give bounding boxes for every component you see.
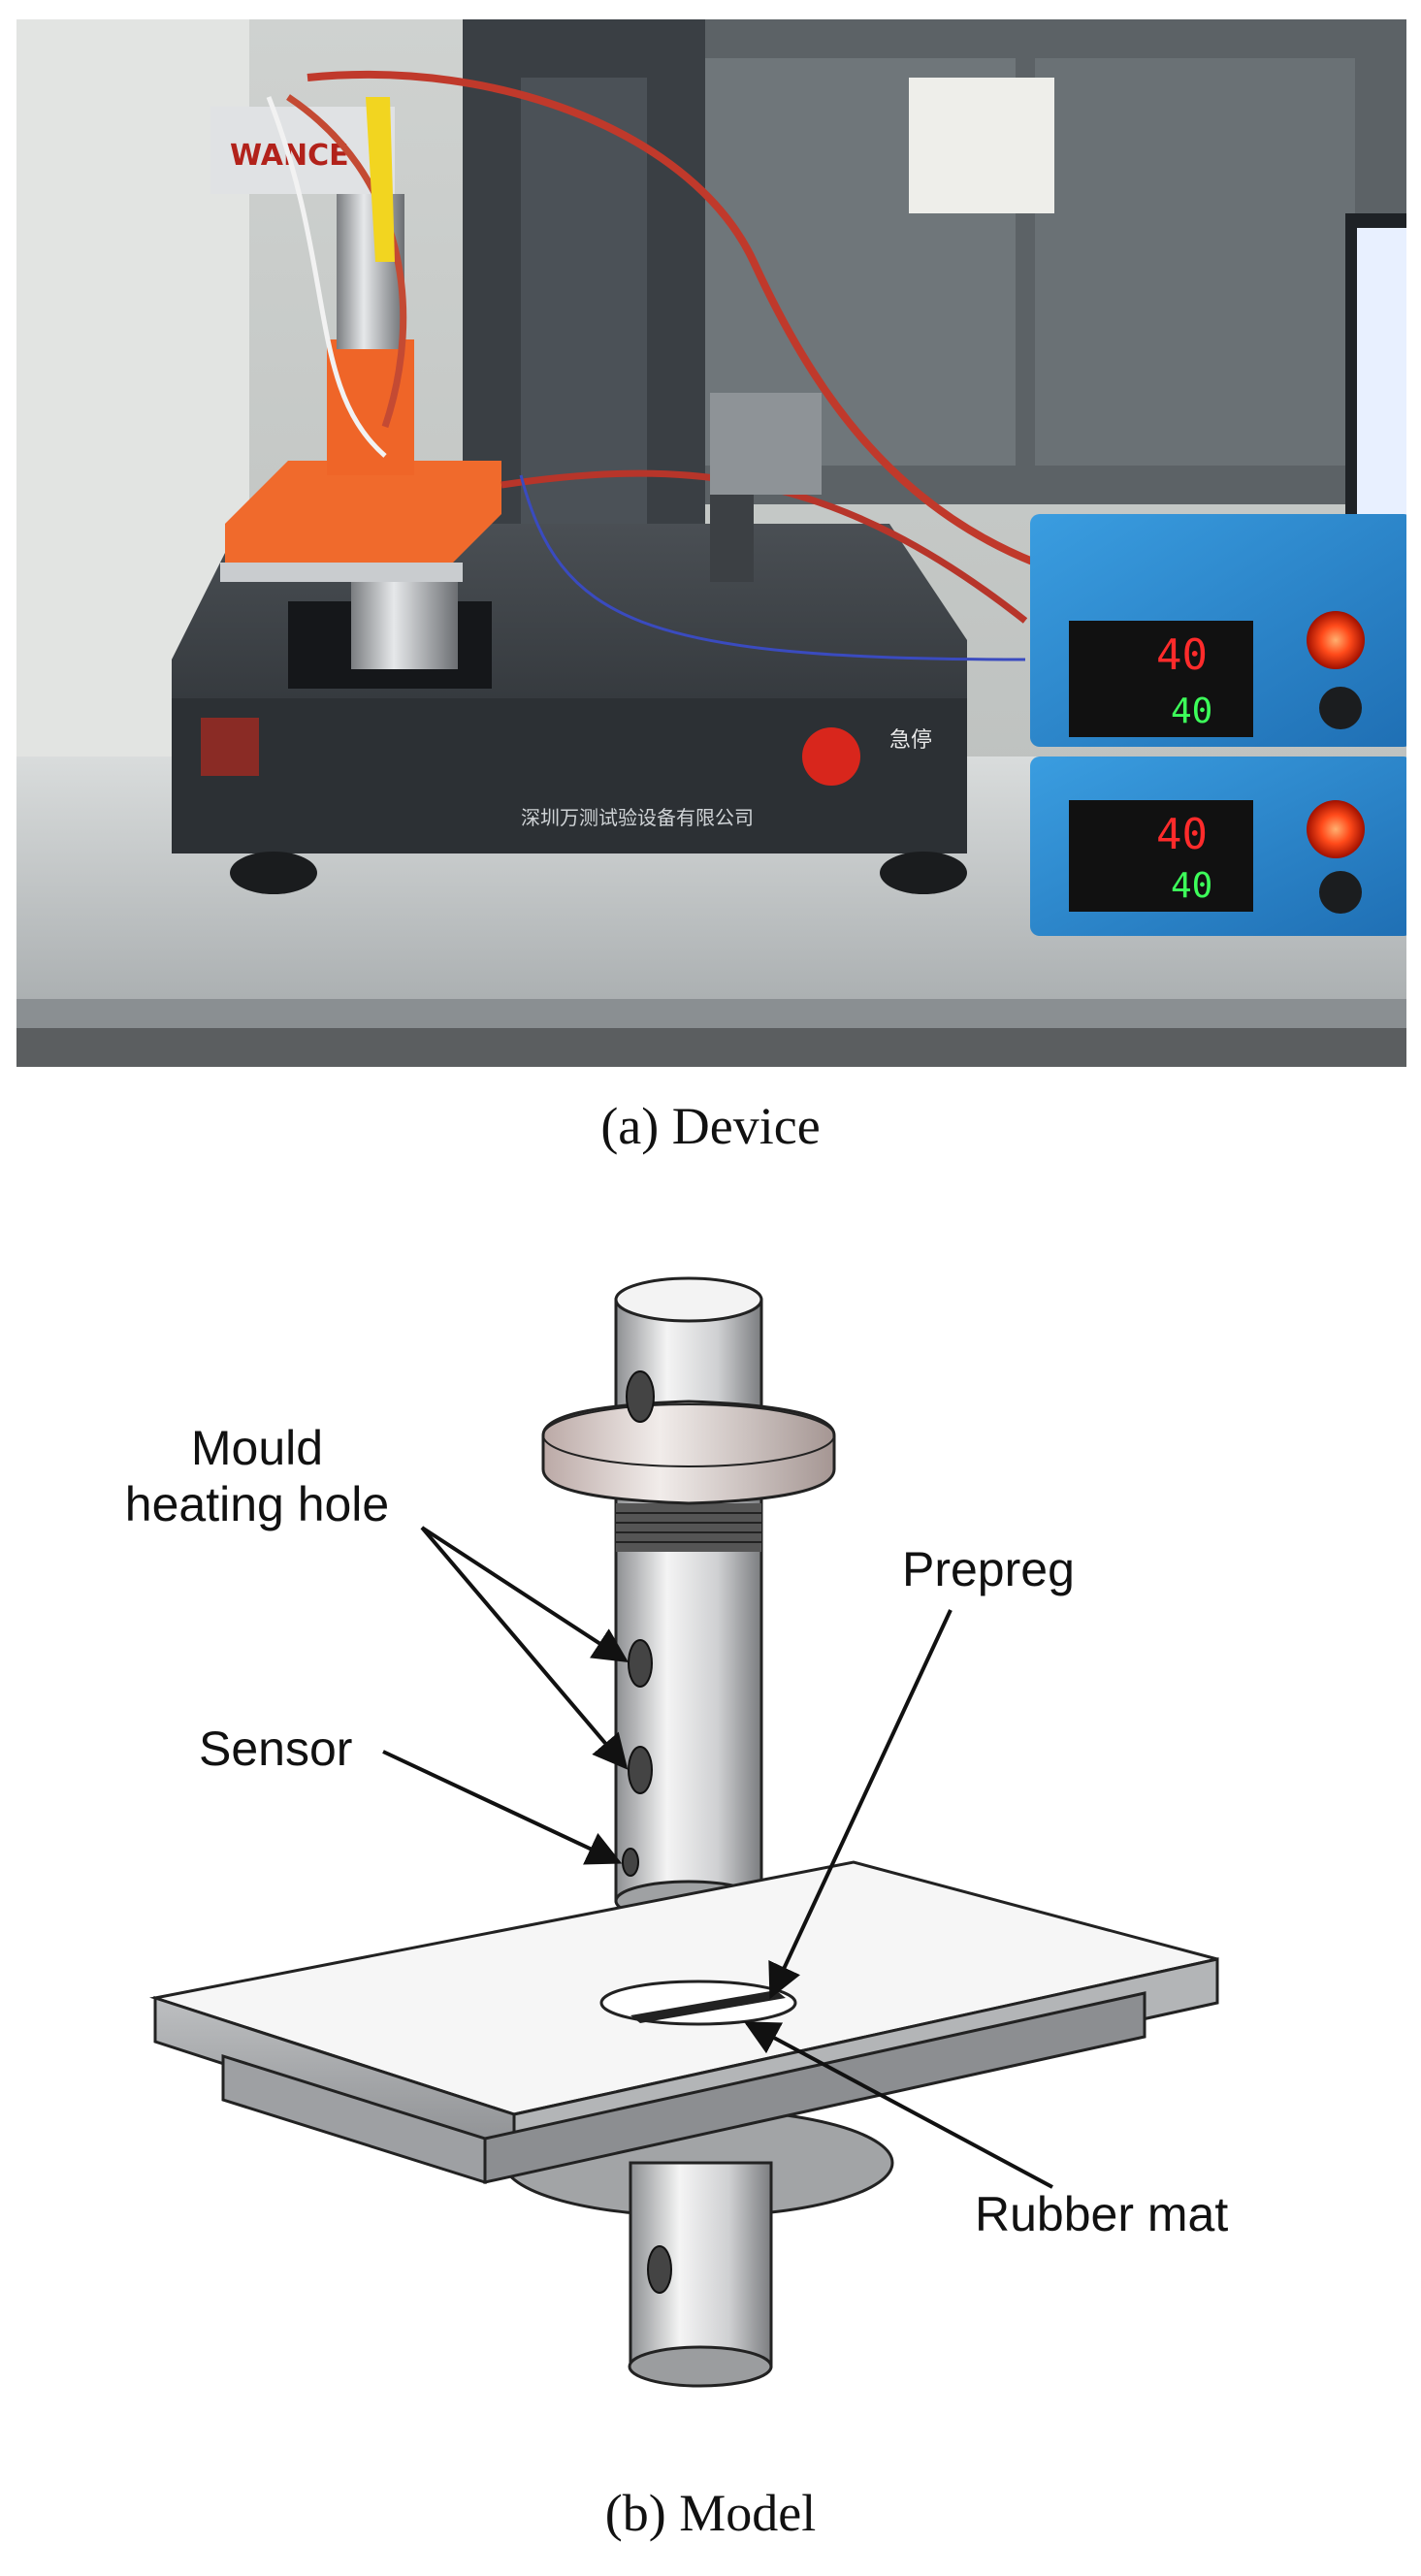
top-controller-reading: 40 bbox=[1156, 630, 1208, 680]
red-cable-2 bbox=[286, 94, 407, 429]
bottom-controller-knob bbox=[1319, 871, 1362, 914]
remote-pendant bbox=[710, 393, 822, 495]
thread-section bbox=[616, 1503, 761, 1552]
machine-logo-plate bbox=[201, 718, 259, 776]
caption-device: (a) Device bbox=[600, 1097, 821, 1155]
notice-paper bbox=[909, 78, 1054, 213]
plate-support bbox=[220, 563, 463, 582]
label-mould-line1: Mould bbox=[191, 1421, 323, 1475]
temp-controller-top: 40 40 bbox=[1030, 514, 1406, 747]
yellow-tag bbox=[366, 97, 395, 262]
device-photo: 深圳万测试验设备有限公司 急停 WANCE 40 40 40 40 bbox=[16, 19, 1406, 1067]
mould-heating-hole-1 bbox=[628, 1639, 653, 1688]
arrow-sensor bbox=[382, 1750, 623, 1865]
arrow-rubber-mat bbox=[743, 2021, 1053, 2189]
arrow-heating-hole-1 bbox=[420, 1526, 630, 1662]
under-table bbox=[16, 1028, 1406, 1067]
label-sensor: Sensor bbox=[199, 1722, 352, 1776]
top-controller-knob bbox=[1319, 687, 1362, 729]
upper-mould bbox=[541, 1276, 836, 1922]
arrow-prepreg bbox=[768, 1609, 953, 2000]
label-rubber-mat: Rubber mat bbox=[975, 2187, 1228, 2241]
prepreg-strip bbox=[630, 1990, 786, 2023]
remote-cable bbox=[710, 495, 754, 582]
bottom-controller-setpoint: 40 bbox=[1171, 866, 1212, 906]
bottom-controller-reading: 40 bbox=[1156, 810, 1208, 859]
blue-wire bbox=[519, 474, 1026, 661]
label-mould-line2: heating hole bbox=[125, 1477, 389, 1531]
temp-controller-bottom: 40 40 bbox=[1030, 757, 1406, 936]
machine-column-light bbox=[521, 78, 647, 533]
top-hole bbox=[626, 1370, 655, 1423]
bottom-controller-light bbox=[1307, 800, 1365, 858]
mould-heating-hole-2 bbox=[628, 1746, 653, 1794]
collar-nut bbox=[541, 1400, 836, 1505]
model-drawing: Mould heating hole Sensor Prepreg Rubber… bbox=[125, 1276, 1228, 2388]
emergency-stop-label: 急停 bbox=[889, 728, 932, 753]
label-prepreg: Prepreg bbox=[902, 1542, 1075, 1596]
machine-foot-right bbox=[880, 852, 967, 894]
emergency-stop-button bbox=[802, 727, 860, 786]
machine-foot-left bbox=[230, 852, 317, 894]
rubber-mat bbox=[599, 1980, 797, 2026]
orange-heating-plate bbox=[225, 461, 501, 572]
sensor-hole bbox=[622, 1848, 639, 1877]
red-cable-1 bbox=[307, 71, 1037, 566]
cabinet-panel-2 bbox=[1035, 58, 1355, 466]
upper-rod bbox=[337, 194, 404, 349]
monitor-screen bbox=[1357, 228, 1406, 519]
caption-model: (b) Model bbox=[604, 2484, 817, 2542]
arrow-heating-hole-2 bbox=[420, 1526, 629, 1770]
top-controller-light bbox=[1307, 611, 1365, 669]
machine-maker-text: 深圳万测试验设备有限公司 bbox=[521, 806, 754, 829]
top-controller-setpoint: 40 bbox=[1171, 692, 1212, 731]
white-cable bbox=[266, 96, 387, 458]
